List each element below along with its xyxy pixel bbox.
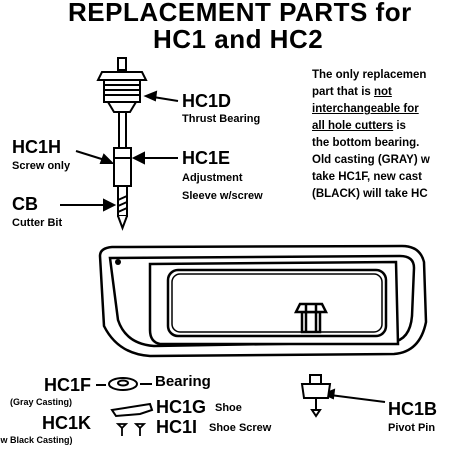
casting-body-drawing bbox=[98, 244, 428, 358]
hc1f-code: HC1F bbox=[44, 375, 92, 395]
note-line-3-text: interchangeable for bbox=[312, 103, 419, 115]
note-line-1: The only replacemen bbox=[312, 69, 427, 81]
hc1f-label: Bearing bbox=[155, 373, 211, 390]
hc1h-desc: Screw only bbox=[12, 160, 71, 172]
hc1e-desc-line-1: Adjustment bbox=[182, 172, 243, 184]
note-line-4: all hole cutters is bbox=[312, 118, 449, 135]
hc1k-code: HC1K bbox=[42, 413, 92, 433]
hc1b-desc: Pivot Pin bbox=[388, 422, 449, 434]
shoe-screw-drawing bbox=[115, 423, 147, 436]
note-line-2: part that is not bbox=[312, 84, 449, 101]
hc1d-code: HC1D bbox=[182, 91, 232, 111]
note-line-5: the bottom bearing. bbox=[312, 137, 420, 149]
interchangeability-note: The only replacemen part that is not int… bbox=[312, 67, 449, 203]
hc1g-code: HC1G bbox=[156, 397, 207, 417]
hc1d-desc: Thrust Bearing bbox=[182, 113, 261, 125]
bearing-drawing bbox=[108, 377, 138, 391]
note-line-4-tail: is bbox=[393, 120, 406, 132]
hc1i-desc: Shoe Screw bbox=[209, 422, 272, 434]
note-line-2-emphasis: not bbox=[373, 86, 392, 98]
hc1h-code: HC1H bbox=[12, 137, 62, 157]
hc1k-desc: (New Black Casting) bbox=[0, 435, 73, 445]
hc1e-desc-line-2: Sleeve w/screw bbox=[182, 190, 263, 202]
thrust-bearing-drawing bbox=[96, 57, 148, 113]
hc1i-code: HC1I bbox=[156, 417, 198, 437]
cb-desc: Cutter Bit bbox=[12, 217, 63, 229]
note-line-8: (BLACK) will take HC bbox=[312, 188, 428, 200]
page-title-line-1: REPLACEMENT PARTS for bbox=[68, 0, 412, 27]
hc1e-code: HC1E bbox=[182, 148, 231, 168]
hc1g-desc: Shoe bbox=[215, 402, 242, 414]
note-line-3: interchangeable for bbox=[312, 101, 449, 118]
page-title-line-2: HC1 and HC2 bbox=[153, 24, 324, 54]
cb-code: CB bbox=[12, 194, 38, 214]
hc1f-desc: (Gray Casting) bbox=[10, 397, 73, 407]
cutter-bit-drawing bbox=[117, 185, 128, 231]
pivot-pin-drawing bbox=[300, 374, 332, 418]
hc1b-desc-text: Pivot Pin bbox=[388, 422, 436, 434]
note-line-7: take HC1F, new cast bbox=[312, 171, 422, 183]
note-line-4-text: all hole cutters bbox=[312, 120, 394, 132]
screw-shaft-drawing bbox=[113, 111, 132, 187]
hc1b-code: HC1B bbox=[388, 399, 438, 419]
note-line-6: Old casting (GRAY) w bbox=[312, 154, 430, 166]
shoe-drawing bbox=[110, 402, 154, 418]
note-line-2-text: part that is bbox=[312, 86, 374, 98]
